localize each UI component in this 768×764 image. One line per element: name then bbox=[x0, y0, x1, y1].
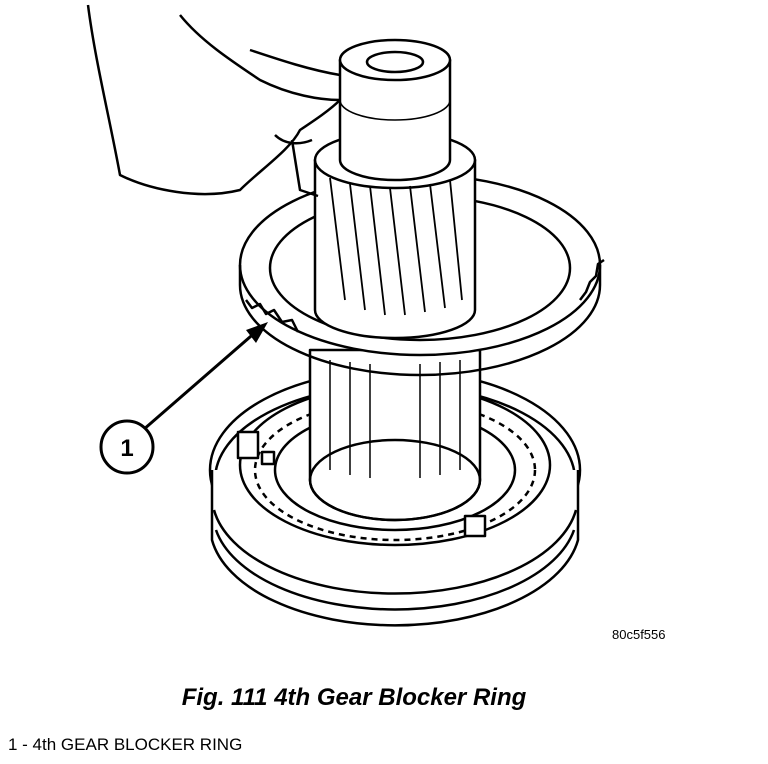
gear-blocker-illustration: 1 bbox=[86, 4, 605, 627]
technician-hand bbox=[86, 4, 341, 198]
callout-arrow bbox=[142, 322, 268, 432]
figure-caption: Fig. 111 4th Gear Blocker Ring bbox=[181, 684, 527, 711]
pilot-shaft bbox=[338, 38, 452, 182]
figure-code: 80c5f556 bbox=[612, 627, 666, 642]
callout-number: 1 bbox=[120, 435, 133, 462]
legend-item: 1 - 4th GEAR BLOCKER RING bbox=[8, 735, 243, 754]
output-shaft bbox=[308, 348, 482, 522]
callout-1: 1 bbox=[99, 419, 155, 475]
